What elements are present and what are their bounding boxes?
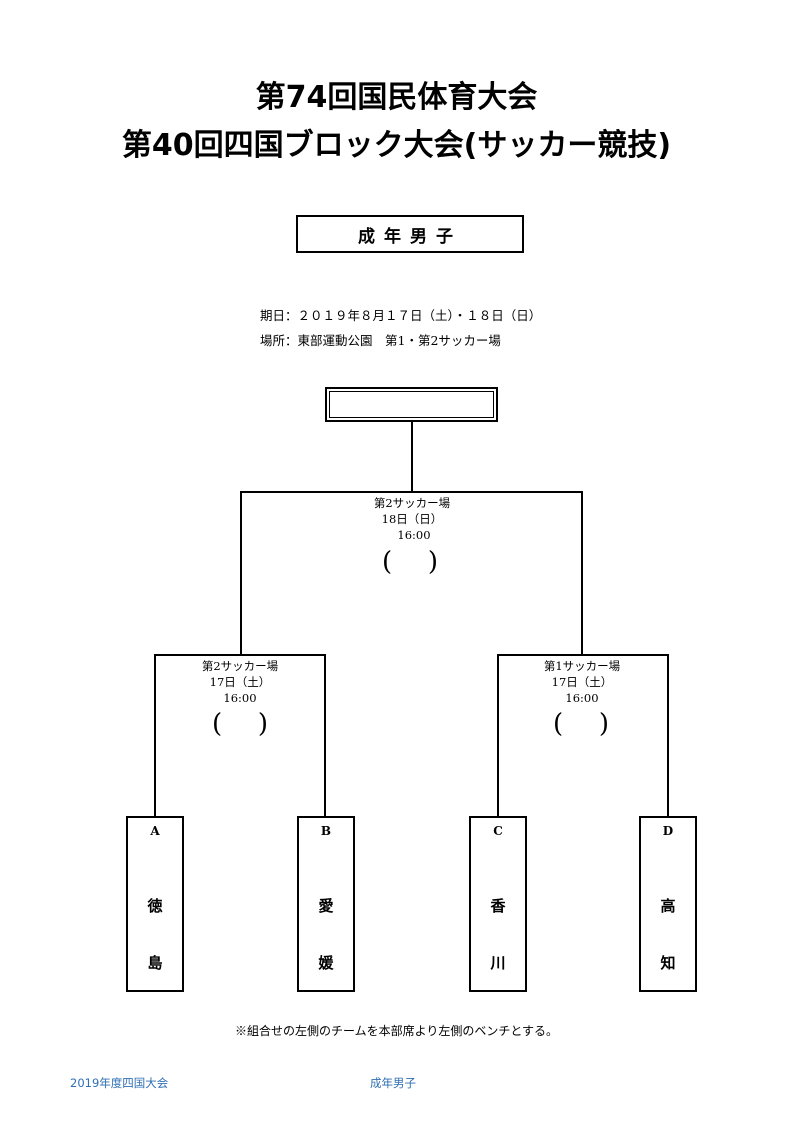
team-box-b: B 愛 媛 [297,816,355,992]
team-letter: D [662,824,674,838]
team-name-char-1: 愛 [318,897,334,915]
footer-center-text: 成年男子 [370,1076,416,1090]
event-dates: 期日：２０１９年８月１７日（土）・１８日（日） [260,308,542,323]
event-venue: 場所：東部運動公園 第1・第2サッカー場 [260,333,501,348]
team-letter: B [320,824,332,838]
final-score-open-bracket: ( [382,547,393,577]
winner-box-inner [329,391,494,418]
team-name: 香 川 [471,878,525,992]
final-stem-line [411,421,413,492]
semi2-score-close-bracket: ) [598,709,609,739]
semi2-right-leg [667,654,669,817]
team-box-a: A 徳 島 [126,816,184,992]
team-name-char-1: 徳 [147,897,163,915]
semi1-time: 16:00 [223,691,257,705]
final-right-leg [581,491,583,655]
semi2-bar-line [497,654,669,656]
team-box-c: C 香 川 [469,816,527,992]
team-letter: A [150,824,160,838]
semi1-score-close-bracket: ) [257,709,268,739]
semi2-venue: 第1サッカー場 [543,659,621,673]
category-label: 成年男子 [358,226,462,247]
final-venue: 第2サッカー場 [373,496,451,510]
page-title-line2: 第40回四国ブロック大会(サッカー競技) [121,128,672,163]
team-name-char-2: 川 [490,954,506,972]
team-name-char-2: 媛 [318,954,334,972]
semi1-score: ( ) [212,711,268,737]
final-bar-line [240,491,583,493]
semi2-time: 16:00 [565,691,599,705]
team-name-char-1: 高 [660,897,676,915]
final-match-info: 第2サッカー場 18日（日） 16:00 [312,495,512,543]
team-name-char-2: 知 [660,954,676,972]
team-name: 徳 島 [128,878,182,992]
semi1-right-leg [324,654,326,817]
team-name-char-1: 香 [490,897,506,915]
team-name: 高 知 [641,878,695,992]
page-title-line1: 第74回国民体育大会 [255,80,538,115]
final-score-close-bracket: ) [427,547,438,577]
footer-left-text: 2019年度四国大会 [70,1076,169,1090]
team-name: 愛 媛 [299,878,353,992]
category-box: 成年男子 [296,215,524,253]
final-score: ( ) [382,549,438,575]
semi1-venue: 第2サッカー場 [201,659,279,673]
team-box-d: D 高 知 [639,816,697,992]
semi2-score: ( ) [553,711,609,737]
semi2-match-info: 第1サッカー場 17日（土） 16:00 [482,658,682,706]
semi1-date: 17日（土） [209,675,271,689]
final-time: 16:00 [397,528,431,542]
semi1-score-open-bracket: ( [212,709,223,739]
semi1-match-info: 第2サッカー場 17日（土） 16:00 [140,658,340,706]
final-left-leg [240,491,242,655]
semi1-left-leg [154,654,156,817]
final-date: 18日（日） [381,512,443,526]
bench-note: ※組合せの左側のチームを本部席より左側のベンチとする。 [234,1024,559,1038]
team-letter: C [493,824,503,838]
semi1-bar-line [154,654,326,656]
team-name-char-2: 島 [147,954,163,972]
semi2-date: 17日（土） [551,675,613,689]
semi2-left-leg [497,654,499,817]
semi2-score-open-bracket: ( [553,709,564,739]
